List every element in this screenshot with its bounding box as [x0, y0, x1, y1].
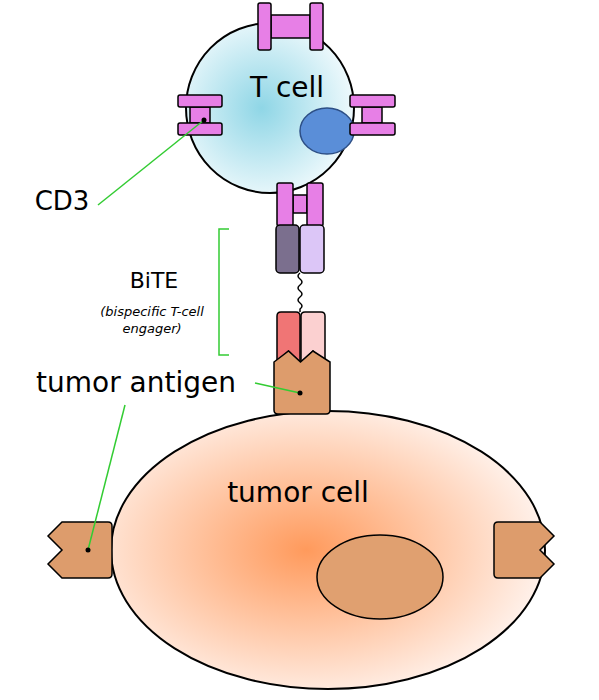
- tumor-antigen: [274, 351, 330, 414]
- cd3-receptor: [258, 3, 271, 50]
- cd3-receptor: [190, 107, 210, 123]
- cd3-receptor: [362, 107, 382, 123]
- annotation-label: (bispecific T-cell engager): [92, 303, 212, 337]
- tumor-cell: tumor cell: [110, 410, 546, 690]
- cd3-receptor: [307, 183, 323, 226]
- cd3-receptor: [178, 95, 222, 107]
- cd3-receptor: [271, 15, 310, 38]
- leader-dot: [202, 118, 207, 123]
- tumor-antigen: [48, 522, 112, 578]
- tumor-antigen: [494, 522, 554, 578]
- bite-linker: [298, 273, 302, 312]
- node-outline: [110, 410, 546, 690]
- annotation-label: CD3: [22, 186, 102, 217]
- tumor-nucleus: [317, 535, 443, 619]
- annotation-label: tumor antigen: [16, 366, 256, 400]
- leader-dot: [86, 548, 91, 553]
- bite-anti-cd3-heavy: [276, 225, 299, 273]
- t-cell-nucleus: [300, 108, 354, 154]
- cd3-receptor: [310, 3, 323, 50]
- leader-dots: [86, 118, 303, 553]
- cd3-receptor: [277, 183, 293, 226]
- cd3-receptor: [350, 95, 395, 107]
- tumor-cell-body: [111, 411, 545, 689]
- cell-label: T cell: [227, 71, 347, 105]
- bite-anti-cd3-light: [300, 225, 324, 273]
- leader-line: [88, 405, 125, 550]
- cell-label: tumor cell: [198, 476, 398, 510]
- cd3-receptor: [293, 195, 307, 213]
- cd3-receptor: [178, 123, 222, 135]
- leader-line: [98, 120, 204, 205]
- annotation-label: BiTE: [114, 268, 194, 294]
- cd3-receptors: [178, 3, 395, 226]
- leader-line: [255, 383, 300, 393]
- cd3-receptor: [350, 123, 395, 135]
- leader-lines: [88, 120, 300, 550]
- leader-dot: [298, 391, 303, 396]
- bracket: [219, 229, 229, 355]
